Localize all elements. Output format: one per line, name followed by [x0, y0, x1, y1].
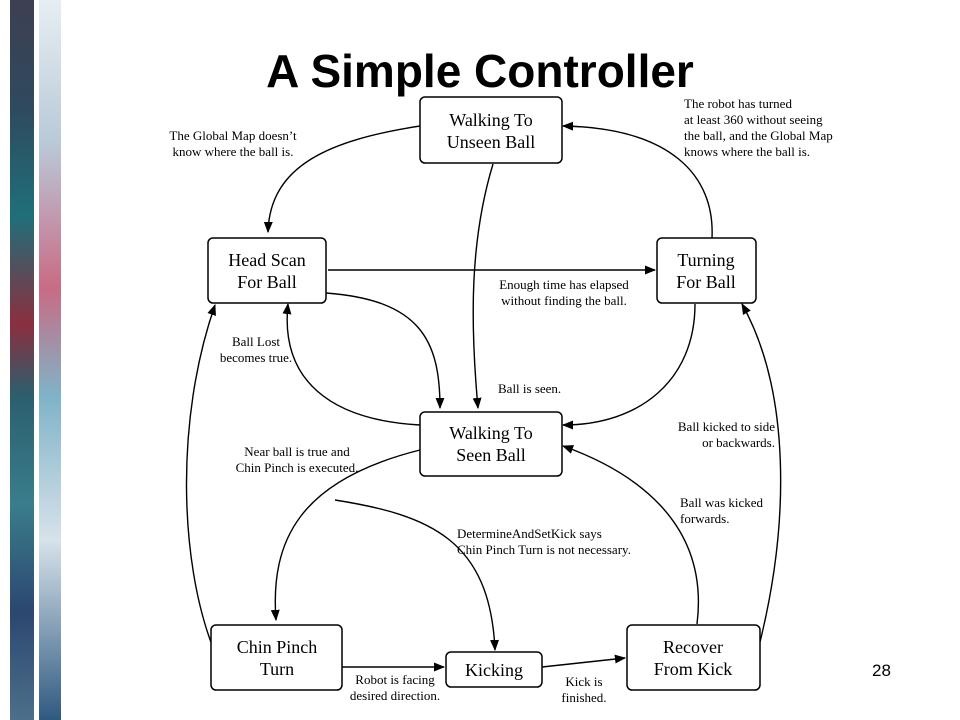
state-label: Recover — [663, 637, 723, 657]
state-kicking: Kicking — [445, 651, 543, 688]
edge-seen-to-kicking — [334, 499, 500, 652]
edge-seen-to-headscan — [282, 302, 421, 426]
annotation-line: forwards. — [680, 511, 729, 526]
state-label: Seen Ball — [456, 445, 526, 465]
edge-unseen-to-headscan — [263, 125, 421, 234]
annotation-line: The Global Map doesn’t — [169, 128, 297, 143]
annotation-near-ball: Near ball is true and Chin Pinch is exec… — [236, 444, 359, 475]
annotation-kicked-side: Ball kicked to side or backwards. — [678, 419, 775, 450]
annotation-facing-direction: Robot is facing desired direction. — [350, 672, 440, 703]
annotation-line: Ball Lost — [232, 334, 280, 349]
edge-recover-to-seen — [561, 445, 700, 625]
state-label: Turning — [677, 250, 734, 270]
edge-unseen-to-seen — [472, 163, 494, 410]
annotation-line: at least 360 without seeing — [684, 112, 823, 127]
annotation-line: Near ball is true and — [244, 444, 350, 459]
edge-chinpinch-to-headscan — [185, 303, 216, 646]
state-label: Kicking — [465, 660, 523, 680]
transitions — [185, 121, 782, 672]
page-number: 28 — [872, 661, 891, 680]
annotation-line: Ball was kicked — [680, 495, 764, 510]
annotation-ball-lost: Ball Lost becomes true. — [220, 334, 292, 365]
decorative-strip-right — [39, 0, 61, 720]
annotation-line: Ball kicked to side — [678, 419, 775, 434]
state-walking-seen: Walking To Seen Ball — [419, 411, 563, 477]
state-walking-unseen: Walking To Unseen Ball — [419, 96, 563, 164]
state-label: Unseen Ball — [447, 132, 535, 152]
state-label: Turn — [260, 659, 294, 679]
state-label: From Kick — [654, 659, 733, 679]
state-label: For Ball — [676, 272, 736, 292]
annotation-line: knows where the ball is. — [684, 144, 810, 159]
annotation-line: or backwards. — [702, 435, 775, 450]
state-label: Chin Pinch — [237, 637, 318, 657]
annotation-line: DetermineAndSetKick says — [457, 526, 602, 541]
edge-recover-to-turning — [741, 303, 782, 643]
decorative-strip-left — [10, 0, 34, 720]
state-chin-pinch: Chin Pinch Turn — [210, 624, 343, 691]
annotation-ball-seen: Ball is seen. — [498, 381, 561, 396]
annotation-line: Enough time has elapsed — [499, 277, 629, 292]
edge-headscan-to-seen — [325, 292, 445, 410]
annotation-line: without finding the ball. — [501, 293, 627, 308]
edge-turning-to-unseen — [561, 121, 713, 239]
annotation-kick-finished: Kick is finished. — [561, 674, 606, 705]
annotation-line: Chin Pinch is executed. — [236, 460, 359, 475]
annotation-line: Chin Pinch Turn is not necessary. — [457, 542, 631, 557]
state-turning: Turning For Ball — [656, 237, 757, 304]
edge-turning-to-seen — [561, 303, 696, 430]
slide-title: A Simple Controller — [266, 45, 694, 97]
state-label: Walking To — [449, 423, 532, 443]
annotation-line: Kick is — [565, 674, 602, 689]
annotation-turned-360: The robot has turned at least 360 withou… — [684, 96, 833, 159]
annotation-line: Ball is seen. — [498, 381, 561, 396]
annotation-line: know where the ball is. — [173, 144, 294, 159]
state-label: Head Scan — [228, 250, 305, 270]
annotation-line: finished. — [561, 690, 606, 705]
edge-seen-to-chinpinch — [270, 449, 421, 622]
annotation-kicked-forward: Ball was kicked forwards. — [680, 495, 764, 526]
annotation-no-chin-pinch: DetermineAndSetKick says Chin Pinch Turn… — [457, 526, 631, 557]
annotation-line: desired direction. — [350, 688, 440, 703]
annotation-line: Robot is facing — [355, 672, 435, 687]
annotation-time-elapsed: Enough time has elapsed without finding … — [499, 277, 629, 308]
annotation-line: becomes true. — [220, 350, 292, 365]
annotation-line: the ball, and the Global Map — [684, 128, 833, 143]
state-label: For Ball — [237, 272, 297, 292]
annotation-map-unknown: The Global Map doesn’t know where the ba… — [169, 128, 297, 159]
state-head-scan: Head Scan For Ball — [207, 237, 327, 304]
edge-kicking-to-recover — [541, 654, 627, 668]
state-recover: Recover From Kick — [626, 624, 761, 691]
annotation-line: The robot has turned — [684, 96, 792, 111]
state-label: Walking To — [449, 110, 532, 130]
